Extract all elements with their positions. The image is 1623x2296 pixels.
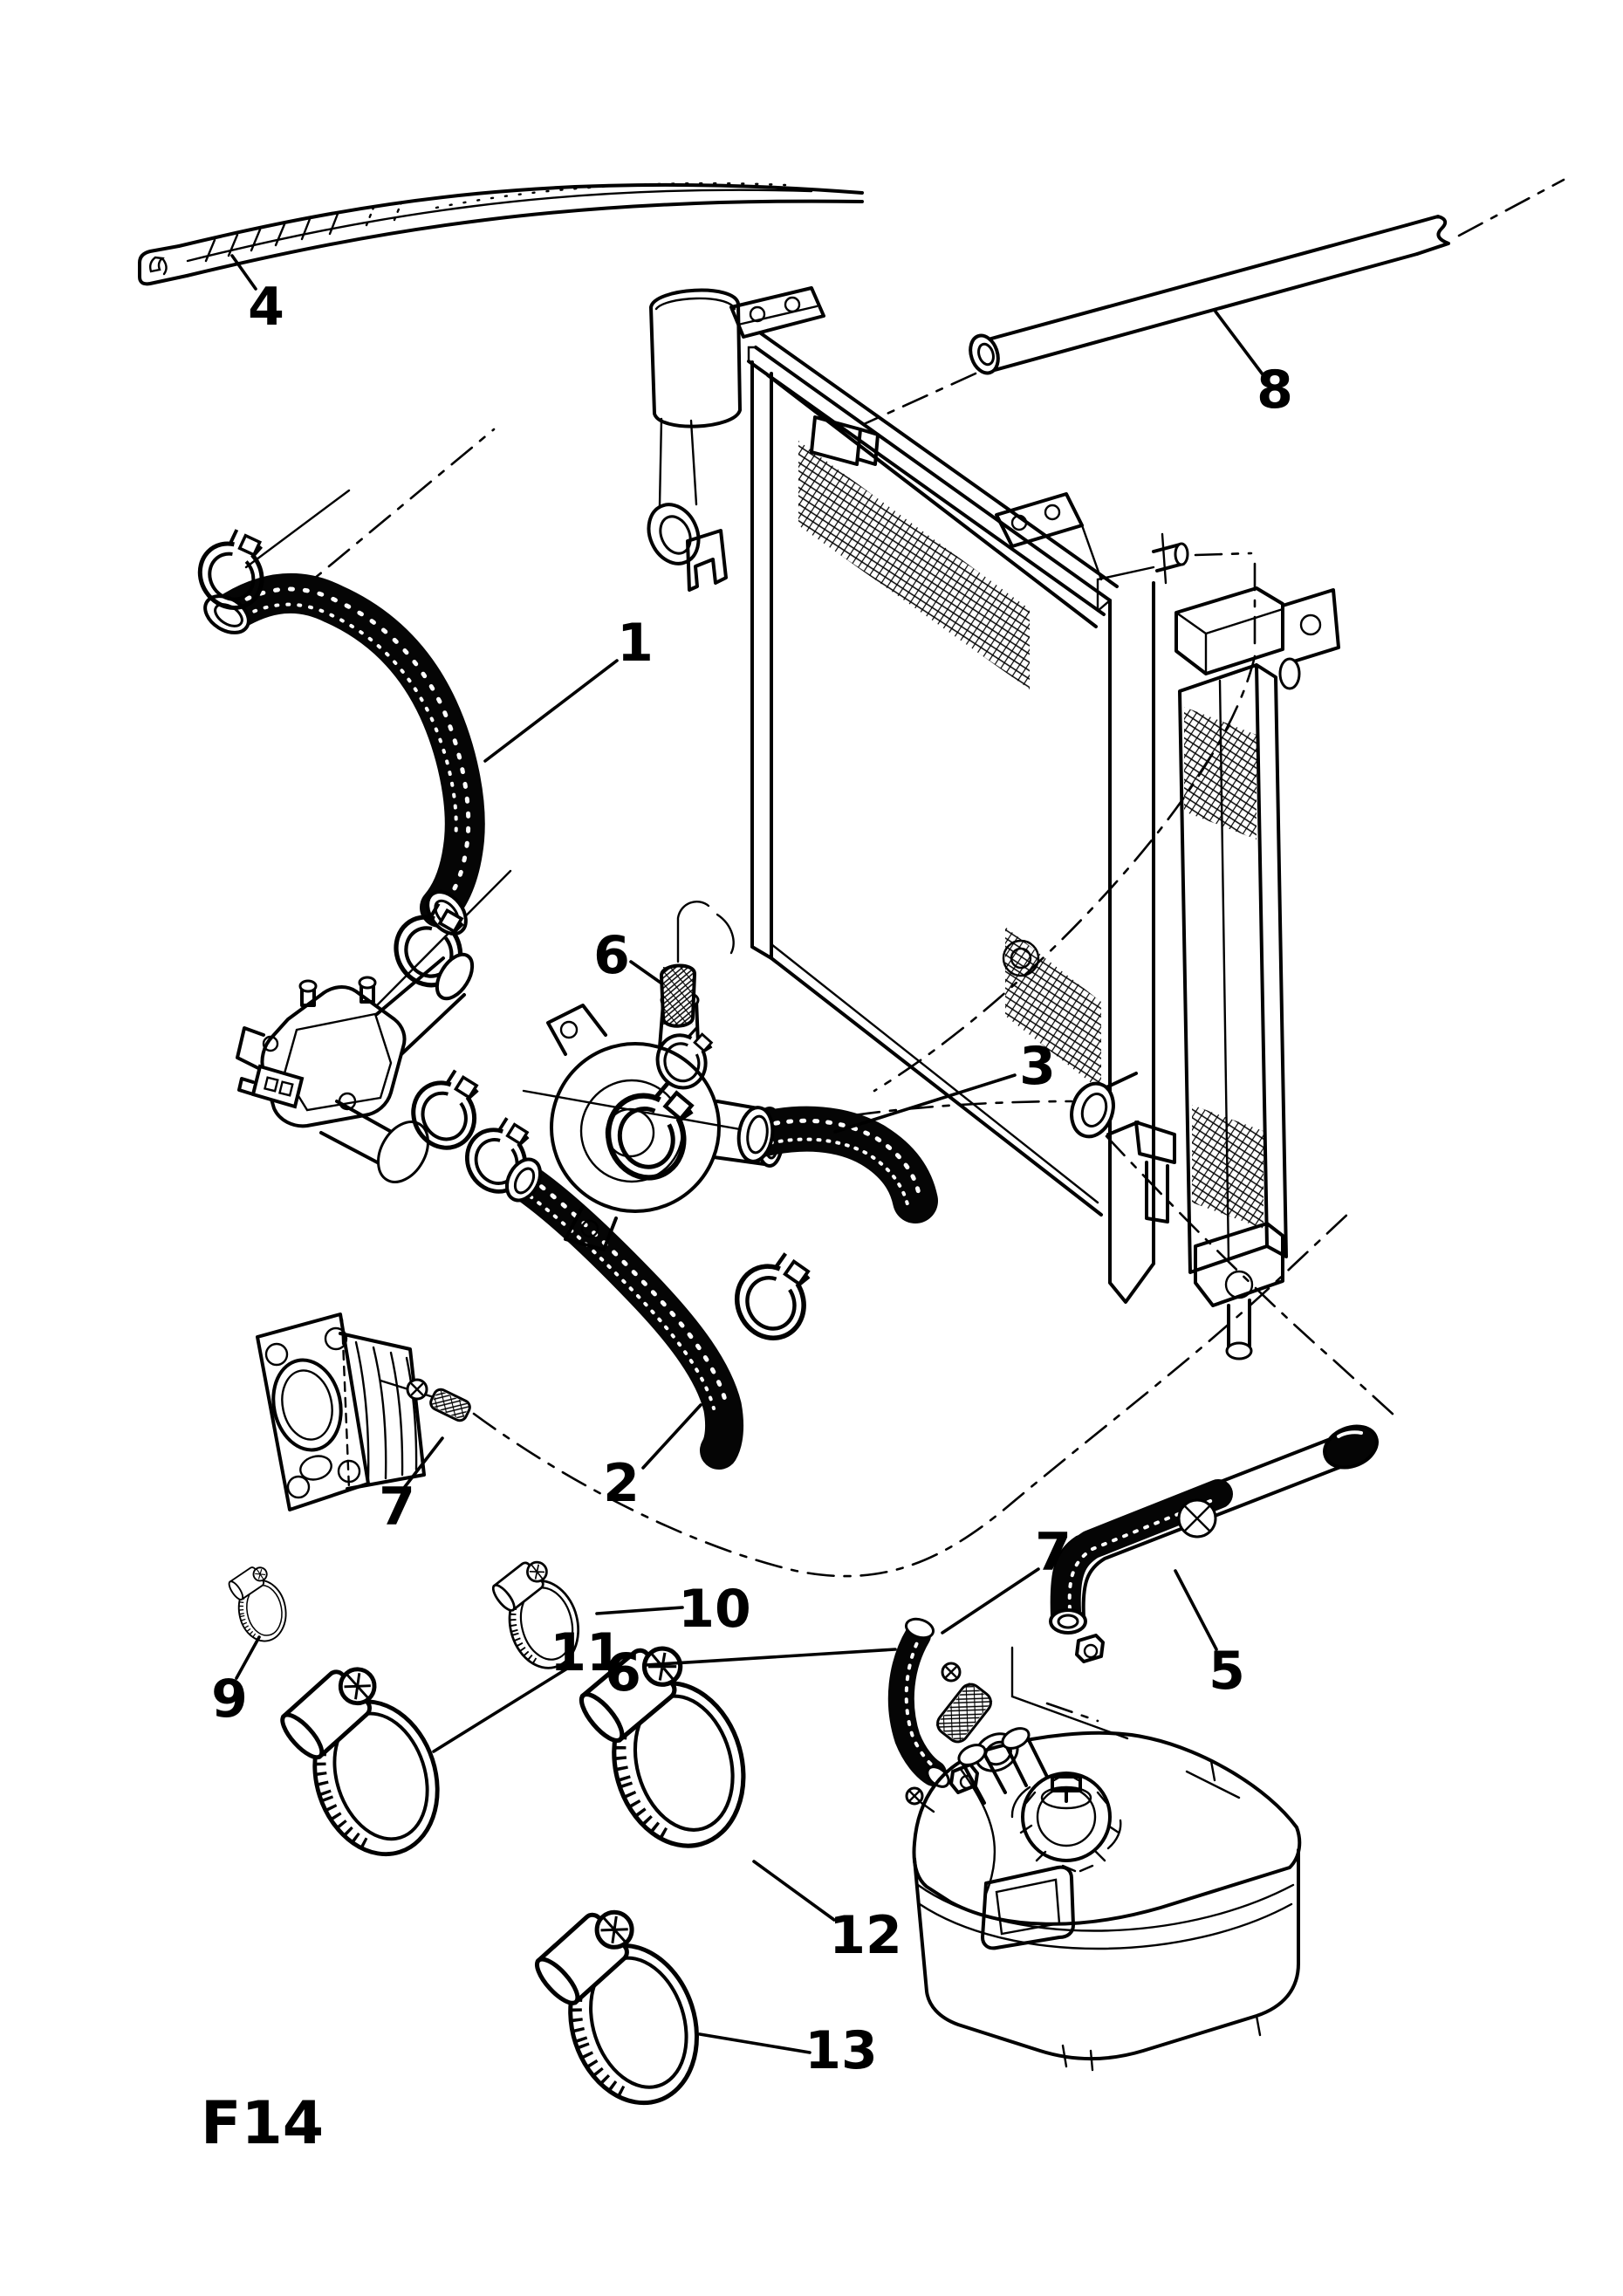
callout-number-2: 2	[603, 1453, 640, 1514]
vent-hose-part6-lower	[887, 1617, 950, 1788]
callout-leader-5	[1174, 1569, 1218, 1651]
strip-hatch-ticks	[204, 201, 403, 263]
figure-code: F14	[201, 2089, 324, 2158]
callout-number-1: 1	[617, 613, 654, 674]
temp-sensor-connector	[237, 1064, 305, 1109]
callout-number-4: 4	[248, 277, 284, 338]
vent-hose-piece-part6-upper	[659, 901, 735, 1028]
callout-number-3: 3	[1019, 1036, 1056, 1097]
callout-number-6: 6	[605, 1642, 641, 1703]
coupling-screw-part7	[379, 1378, 471, 1422]
hose-clamp-part9	[224, 1559, 291, 1646]
callout-leader-3	[833, 1073, 1017, 1134]
callout-number-7: 7	[379, 1477, 415, 1538]
alignment-leaders	[244, 428, 1396, 1740]
auxiliary-cooler	[1174, 586, 1340, 1360]
callout-leader-6	[644, 1648, 897, 1667]
hose-clamp-part13	[517, 1883, 716, 2125]
upper-radiator-hose-part1	[187, 523, 484, 997]
callout-leader-8	[1214, 310, 1264, 376]
callout-number-8: 8	[1257, 360, 1293, 421]
callout-leader-11	[432, 1667, 569, 1753]
sealing-strip-part4	[138, 182, 864, 286]
callout-number-9: 9	[211, 1669, 248, 1730]
callout-number-7: 7	[1035, 1522, 1072, 1583]
lower-radiator-hose-part2	[504, 1157, 829, 1470]
elbow-hose-part3	[597, 1078, 938, 1223]
callout-number-5: 5	[1209, 1641, 1245, 1702]
callout-leader-6	[629, 960, 662, 984]
callout-number-10: 10	[678, 1579, 751, 1640]
hose-clamp-part11	[264, 1641, 456, 1876]
callout-leader-10	[595, 1606, 684, 1615]
callout-leader-7	[941, 1567, 1040, 1635]
thermostat-housing	[236, 952, 547, 1202]
callout-leader-2	[641, 1403, 702, 1470]
callout-leader-12	[752, 1860, 836, 1922]
water-pump	[546, 901, 784, 1251]
radiator-clip	[686, 529, 728, 592]
callout-number-6: 6	[593, 925, 630, 986]
callout-number-11: 11	[550, 1622, 623, 1683]
radiator	[647, 286, 1257, 1304]
expansion-tank	[912, 1727, 1302, 2072]
callout-leader-13	[698, 2032, 812, 2054]
callout-number-12: 12	[829, 1905, 902, 1966]
callout-leader-4	[230, 254, 257, 291]
callout-leader-1	[483, 659, 619, 763]
tank-nipples	[957, 1727, 1049, 1805]
callout-leader-9	[235, 1635, 261, 1680]
callout-leader-7	[402, 1436, 444, 1490]
spring-clamp	[725, 1248, 829, 1349]
thermostat-flange-part7	[256, 1312, 471, 1511]
radiator-core-hatch	[798, 441, 1030, 689]
overflow-pipe-part8	[862, 178, 1565, 426]
callout-number-13: 13	[805, 2020, 878, 2081]
expansion-tank-hose-part5	[1049, 1424, 1379, 1663]
tank-cap	[1010, 1772, 1122, 1873]
